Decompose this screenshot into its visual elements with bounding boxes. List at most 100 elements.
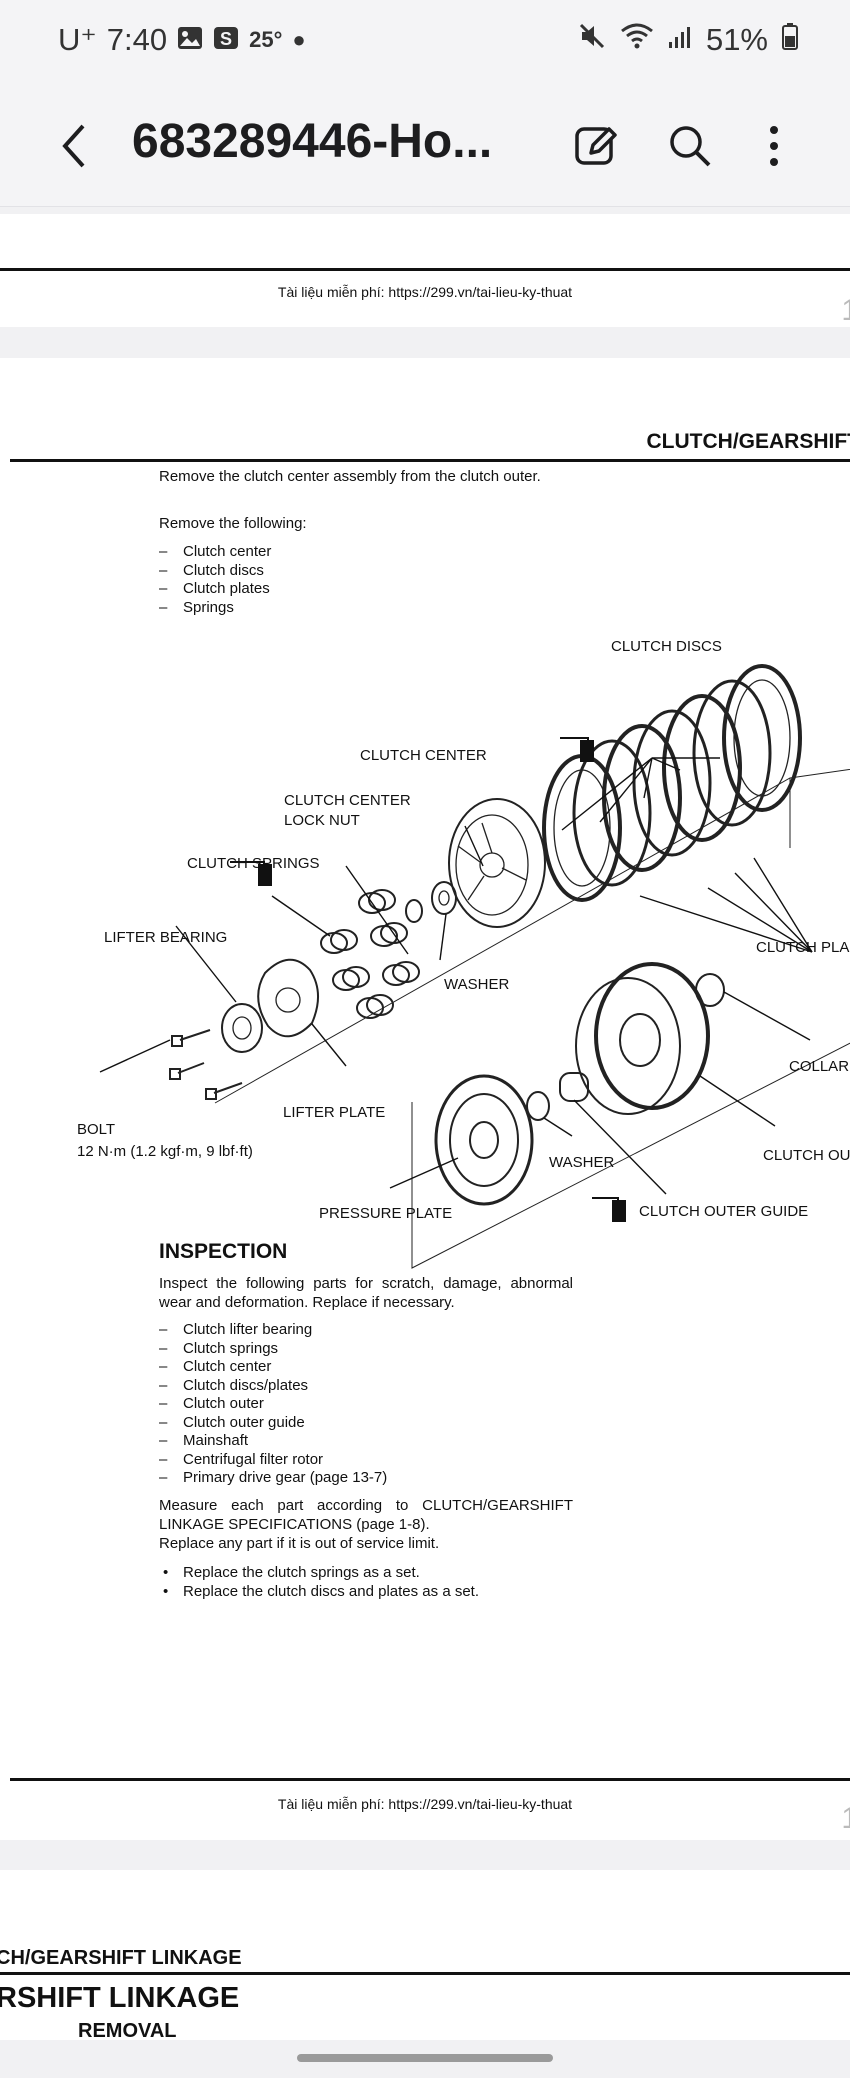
list-item: Clutch discs/plates — [159, 1377, 387, 1396]
search-icon — [670, 126, 711, 167]
inspection-intro: Inspect the following parts for scratch,… — [159, 1275, 573, 1311]
battery-percent: 51% — [705, 22, 768, 57]
pdf-page-next: CH/GEARSHIFT LINKAGE RSHIFT LINKAGE REMO… — [0, 1870, 850, 2040]
replacement-bullets: Replace the clutch springs as a set. Rep… — [159, 1564, 479, 1601]
torque-note-icon — [592, 1197, 626, 1222]
pressure-plate-part — [434, 1074, 534, 1206]
clutch-exploded-diagram — [99, 664, 850, 1269]
list-item: Clutch discs — [159, 562, 271, 581]
list-item: Mainshaft — [159, 1432, 387, 1451]
header-rule — [10, 459, 850, 462]
collar-part — [695, 973, 725, 1007]
wifi-icon — [620, 22, 654, 58]
label-lifter-plate: LIFTER PLATE — [283, 1104, 386, 1121]
remove-list: Clutch center Clutch discs Clutch plates… — [159, 543, 271, 617]
footer-rule — [0, 268, 850, 271]
label-bolt: BOLT — [77, 1121, 116, 1138]
search-button[interactable] — [662, 118, 718, 174]
list-item: Clutch lifter bearing — [159, 1321, 387, 1340]
more-options-button[interactable] — [746, 118, 802, 174]
label-clutch-outer-guide: CLUTCH OUTER GUIDE — [639, 1203, 809, 1220]
list-item: Clutch outer — [159, 1395, 387, 1414]
clutch-center-part — [448, 798, 546, 928]
clutch-springs-part — [320, 889, 420, 1019]
label-lock-nut-line1: CLUTCH CENTER — [284, 792, 411, 809]
mute-icon — [578, 22, 606, 58]
home-indicator[interactable] — [297, 2054, 553, 2062]
footer-text: Tài liệu miễn phí: https://299.vn/tai-li… — [277, 1796, 573, 1812]
footer-text: Tài liệu miễn phí: https://299.vn/tai-li… — [277, 284, 573, 300]
list-item: Centrifugal filter rotor — [159, 1451, 387, 1470]
lock-nut-part — [405, 899, 423, 923]
washer-part — [431, 881, 457, 915]
page-number: 1 — [841, 294, 850, 327]
label-clutch-discs: CLUTCH DISCS — [611, 638, 722, 655]
list-item: Clutch springs — [159, 1340, 387, 1359]
assembly-axis-line-lower — [411, 1042, 850, 1269]
clock: 7:40 — [106, 22, 168, 57]
list-item: Clutch outer guide — [159, 1414, 387, 1433]
label-collar: COLLAR — [789, 1058, 850, 1075]
list-item: Clutch center — [159, 543, 271, 562]
more-vert-icon — [770, 126, 778, 166]
list-item: Clutch plates — [159, 580, 271, 599]
document-title: 683289446-Ho... — [132, 115, 493, 168]
pdf-page-previous: Tài liệu miễn phí: https://299.vn/tai-li… — [0, 214, 850, 327]
back-button[interactable] — [46, 118, 102, 174]
signal-icon — [668, 22, 692, 58]
page-number: 1 — [841, 1802, 850, 1835]
svg-text:S: S — [220, 29, 232, 49]
label-lock-nut-line2: LOCK NUT — [284, 812, 360, 829]
label-clutch-center: CLUTCH CENTER — [360, 747, 487, 764]
edit-button[interactable] — [568, 118, 624, 174]
list-item: Replace the clutch springs as a set. — [159, 1564, 479, 1583]
samsung-pay-icon: S — [213, 22, 239, 58]
list-item: Replace the clutch discs and plates as a… — [159, 1583, 479, 1602]
app-bar: 683289446-Ho... — [0, 90, 850, 207]
status-bar: U⁺ 7:40 S 25° ● 51% — [0, 0, 850, 90]
next-page-title: RSHIFT LINKAGE — [0, 1982, 240, 2014]
bolts-part — [169, 1029, 243, 1100]
header-rule — [0, 1972, 850, 1975]
lifter-plate-part — [257, 958, 319, 1038]
status-right: 51% — [578, 22, 798, 58]
torque-note-icon — [230, 861, 272, 886]
label-washer-lower: WASHER — [549, 1154, 615, 1171]
label-clutch-outer: CLUTCH OU — [763, 1147, 850, 1164]
temperature: 25° — [249, 27, 283, 52]
pdf-page-main: CLUTCH/GEARSHIFT Remove the clutch cente… — [0, 358, 850, 1840]
list-item: Springs — [159, 599, 271, 618]
chevron-left-icon — [62, 124, 85, 168]
next-page-subheading: REMOVAL — [78, 2020, 177, 2040]
intro-text: Remove the clutch center assembly from t… — [159, 468, 541, 485]
list-item: Clutch center — [159, 1358, 387, 1377]
replace-text: Replace any part if it is out of service… — [159, 1535, 440, 1552]
label-washer-upper: WASHER — [444, 976, 510, 993]
clutch-outer-part — [575, 962, 710, 1115]
inspection-list: Clutch lifter bearing Clutch springs Clu… — [159, 1321, 387, 1488]
remove-heading: Remove the following: — [159, 515, 307, 532]
edit-icon — [575, 127, 617, 165]
measure-text: Measure each part according to CLUTCH/GE… — [159, 1497, 573, 1533]
torque-note-icon — [560, 737, 594, 762]
outer-guide-part — [559, 1072, 589, 1102]
label-bolt-torque: 12 N·m (1.2 kgf·m, 9 lbf·ft) — [77, 1143, 253, 1160]
list-item: Primary drive gear (page 13-7) — [159, 1469, 387, 1488]
footer-rule — [10, 1778, 850, 1781]
status-left: U⁺ 7:40 S 25° ● — [58, 22, 306, 58]
lifter-bearing-part — [221, 1003, 263, 1053]
carrier-label: U⁺ — [58, 22, 97, 57]
clutch-discs-stack — [542, 664, 802, 902]
inspection-heading: INSPECTION — [159, 1240, 288, 1263]
washer-lower-part — [526, 1091, 550, 1121]
dot-icon: ● — [292, 27, 306, 52]
page-header-title: CLUTCH/GEARSHIFT — [646, 430, 850, 453]
label-pressure-plate: PRESSURE PLATE — [319, 1205, 453, 1222]
battery-icon — [782, 22, 798, 58]
label-lifter-bearing: LIFTER BEARING — [104, 929, 228, 946]
label-clutch-springs: CLUTCH SPRINGS — [187, 855, 320, 872]
gallery-icon — [177, 22, 203, 58]
next-page-header: CH/GEARSHIFT LINKAGE — [0, 1947, 242, 1969]
label-clutch-plates: CLUTCH PLA — [756, 939, 850, 956]
leader-lines — [99, 757, 813, 1195]
